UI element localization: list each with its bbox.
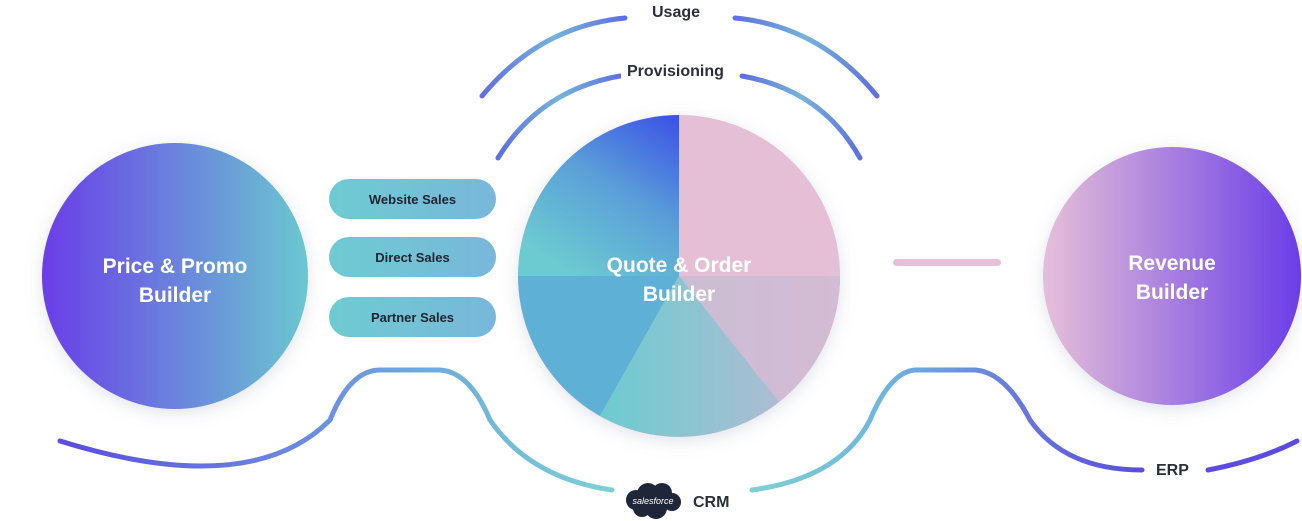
revenue-line2: Builder — [1135, 281, 1209, 304]
revenue-builder-circle[interactable] — [1043, 147, 1301, 405]
quote-order-builder-circle[interactable] — [518, 115, 840, 437]
revenue-builder-label: Revenue Builder — [1062, 249, 1282, 307]
quote-order-line1: Quote & Order — [606, 254, 752, 277]
price-promo-line1: Price & Promo — [102, 255, 248, 278]
provisioning-label: Provisioning — [621, 63, 730, 81]
usage-label: Usage — [646, 4, 707, 22]
salesforce-logo-text: salesforce — [632, 496, 673, 506]
erp-label: ERP — [1150, 462, 1195, 480]
price-promo-builder-circle[interactable] — [42, 143, 308, 409]
usage-arc-right — [732, 15, 880, 99]
provisioning-arc-left — [495, 73, 623, 161]
erp-line-right — [1205, 438, 1300, 473]
usage-arc-left — [479, 15, 628, 99]
price-promo-builder-label: Price & Promo Builder — [65, 252, 285, 310]
quote-order-line2: Builder — [642, 283, 716, 306]
quote-revenue-connector — [893, 259, 1001, 266]
price-promo-line2: Builder — [138, 284, 212, 307]
partner-sales-pill[interactable]: Partner Sales — [329, 297, 496, 337]
crm-line-left — [57, 367, 615, 493]
provisioning-arc-right — [739, 73, 863, 161]
salesforce-logo: salesforce — [626, 483, 681, 519]
quote-order-builder-label: Quote & Order Builder — [559, 251, 799, 309]
website-sales-pill[interactable]: Website Sales — [329, 179, 496, 219]
crm-label: CRM — [687, 494, 736, 512]
direct-sales-pill[interactable]: Direct Sales — [329, 237, 496, 277]
revenue-line1: Revenue — [1128, 252, 1216, 275]
crm-line-right — [749, 367, 1145, 493]
